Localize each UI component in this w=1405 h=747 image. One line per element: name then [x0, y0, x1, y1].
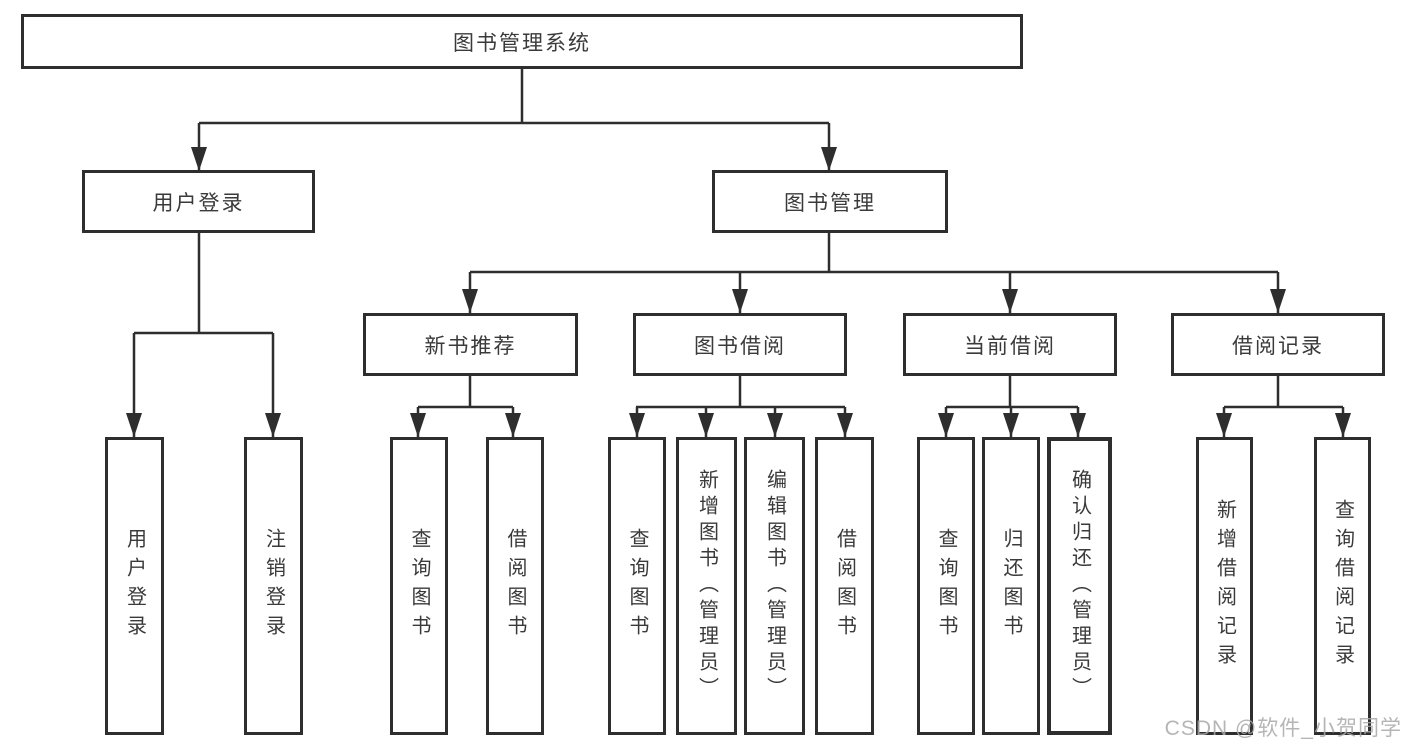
leaf-borrow-books-recommend-label: 借阅图书 [504, 528, 526, 644]
leaf-logout: 注销登录 [244, 437, 303, 735]
leaf-user-login-label: 用户登录 [123, 528, 146, 644]
leaf-borrow-books-label: 借阅图书 [833, 528, 856, 644]
leaf-logout-label: 注销登录 [262, 528, 285, 644]
leaf-query-borrow-record-label: 查询借阅记录 [1331, 499, 1354, 673]
node-current-borrowing: 当前借阅 [903, 313, 1117, 376]
leaf-user-login: 用户登录 [105, 437, 164, 735]
node-root-system: 图书管理系统 [21, 14, 1023, 69]
leaf-edit-book-admin: 编辑图书（管理员） [744, 437, 805, 735]
node-new-book-recommend: 新书推荐 [363, 313, 578, 376]
leaf-query-books-borrowing-label: 查询图书 [626, 528, 648, 644]
leaf-query-books-borrowing: 查询图书 [608, 437, 666, 735]
leaf-query-books-recommend-label: 查询图书 [408, 528, 430, 644]
csdn-watermark: CSDN @软件_小贺同学 [1164, 717, 1402, 740]
node-book-management-label: 图书管理 [784, 191, 876, 215]
node-user-login: 用户登录 [82, 170, 315, 233]
node-book-management: 图书管理 [712, 170, 948, 233]
node-new-book-recommend-label: 新书推荐 [424, 334, 517, 358]
leaf-query-books-current-label: 查询图书 [935, 528, 957, 644]
node-user-login-label: 用户登录 [152, 191, 245, 215]
node-borrow-records: 借阅记录 [1171, 313, 1385, 376]
leaf-add-borrow-record: 新增借阅记录 [1196, 437, 1253, 735]
leaf-edit-book-admin-label: 编辑图书（管理员） [763, 469, 786, 703]
leaf-query-books-recommend: 查询图书 [390, 437, 448, 735]
leaf-confirm-return-admin-label: 确认归还（管理员） [1068, 469, 1091, 703]
node-current-borrowing-label: 当前借阅 [964, 334, 1056, 358]
leaf-borrow-books-recommend: 借阅图书 [486, 437, 544, 735]
leaf-add-book-admin: 新增图书（管理员） [676, 437, 737, 735]
node-book-borrowing: 图书借阅 [633, 313, 847, 376]
node-borrow-records-label: 借阅记录 [1232, 334, 1324, 358]
leaf-return-book: 归还图书 [982, 437, 1040, 735]
node-root-label: 图书管理系统 [453, 31, 591, 55]
leaf-confirm-return-admin: 确认归还（管理员） [1047, 437, 1112, 735]
leaf-query-books-current: 查询图书 [917, 437, 975, 735]
leaf-return-book-label: 归还图书 [1000, 528, 1022, 644]
leaf-borrow-books: 借阅图书 [815, 437, 874, 735]
leaf-add-borrow-record-label: 新增借阅记录 [1213, 499, 1236, 673]
leaf-add-book-admin-label: 新增图书（管理员） [695, 469, 718, 703]
leaf-query-borrow-record: 查询借阅记录 [1314, 437, 1371, 735]
node-book-borrowing-label: 图书借阅 [694, 334, 786, 358]
